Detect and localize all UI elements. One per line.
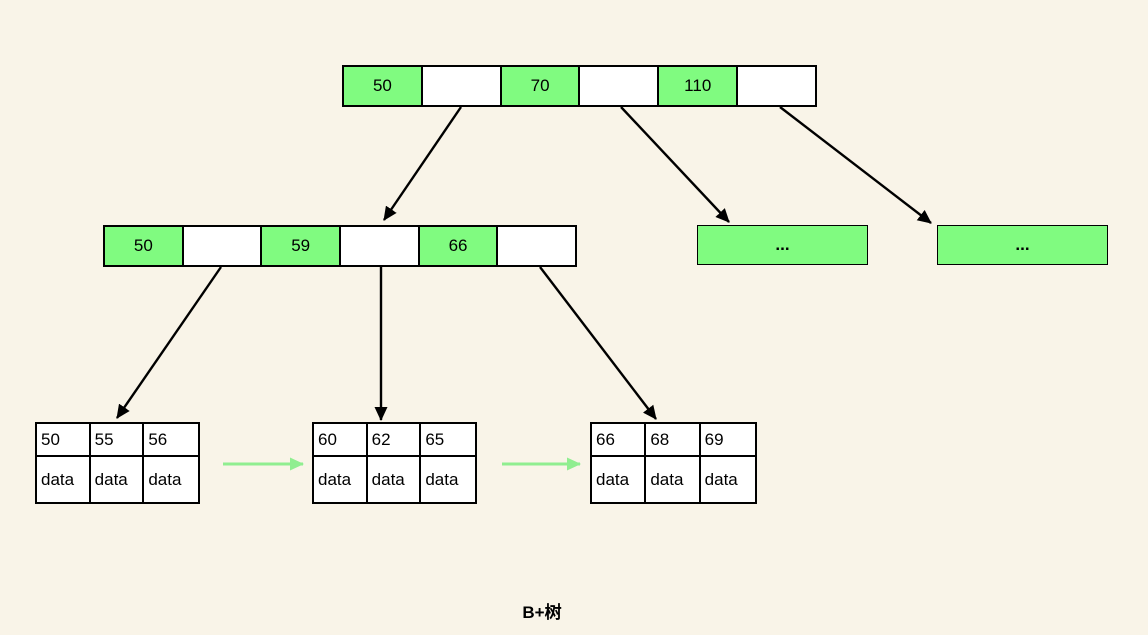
- ellipsis-label: ...: [1015, 235, 1030, 254]
- leaf-data-cell: data: [314, 457, 368, 502]
- internal-pointer-cell: [498, 227, 576, 265]
- leaf-data-cell: data: [367, 457, 422, 502]
- root-pointer-cell: [580, 67, 660, 105]
- ellipsis-label: ...: [775, 235, 790, 254]
- internal-key-cell: 59: [262, 227, 342, 265]
- root-pointer-cell: [738, 67, 815, 105]
- root-key-cell: 110: [659, 67, 739, 105]
- leaf-data-cell: data: [421, 457, 475, 502]
- edge-root-to-overflow-2: [779, 106, 932, 224]
- leaf-key-cell: 56: [144, 424, 198, 457]
- leaf-node-3: 66 68 69 data data data: [590, 422, 757, 504]
- root-key-cell: 50: [344, 67, 423, 105]
- leaf-key-cell: 50: [37, 424, 91, 457]
- leaf-data-cell: data: [700, 457, 755, 502]
- leaf-key-cell: 62: [367, 424, 422, 457]
- leaf-data-cell: data: [90, 457, 145, 502]
- edge-internal-to-leaf-1: [116, 266, 222, 419]
- collapsed-subtree-node-2: ...: [937, 225, 1108, 265]
- edge-root-to-internal: [383, 106, 462, 221]
- leaf-key-cell: 55: [90, 424, 145, 457]
- leaf-key-cell: 69: [700, 424, 755, 457]
- leaf-data-cell: data: [646, 457, 701, 502]
- leaf-key-cell: 65: [421, 424, 475, 457]
- leaf-data-cell: data: [144, 457, 198, 502]
- root-key-cell: 70: [501, 67, 581, 105]
- diagram-title: B+树: [522, 603, 562, 622]
- leaf-key-cell: 68: [646, 424, 701, 457]
- edge-internal-to-leaf-3: [539, 266, 657, 420]
- leaf-key-cell: 66: [592, 424, 647, 457]
- leaf-data-cell: data: [37, 457, 91, 502]
- edge-root-to-overflow-1: [620, 106, 730, 223]
- internal-pointer-cell: [183, 227, 263, 265]
- leaf-node-1: 50 55 56 data data data: [35, 422, 200, 504]
- leaf-key-cell: 60: [314, 424, 368, 457]
- leaf-node-2: 60 62 65 data data data: [312, 422, 477, 504]
- internal-key-cell: 66: [419, 227, 499, 265]
- internal-key-cell: 50: [105, 227, 184, 265]
- root-node: 50 70 110: [342, 65, 817, 107]
- leaf-data-cell: data: [592, 457, 647, 502]
- root-pointer-cell: [422, 67, 502, 105]
- internal-pointer-cell: [341, 227, 420, 265]
- collapsed-subtree-node-1: ...: [697, 225, 868, 265]
- internal-node: 50 59 66: [103, 225, 577, 267]
